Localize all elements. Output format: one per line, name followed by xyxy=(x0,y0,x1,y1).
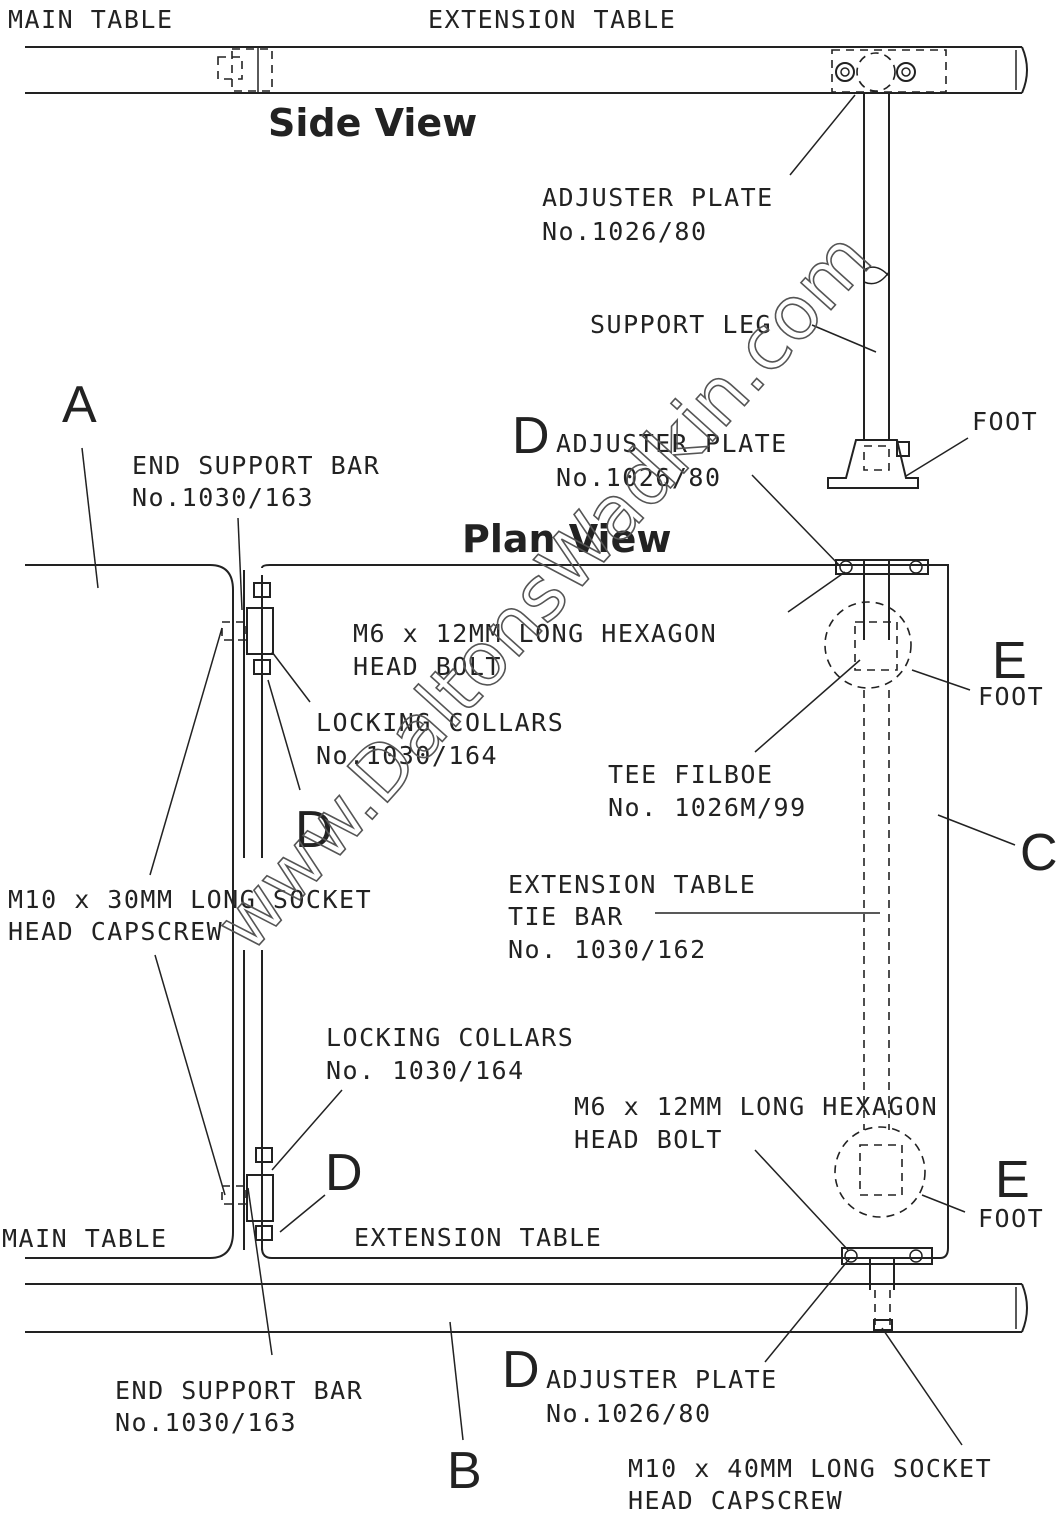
side-adjuster-plate-number: No.1026/80 xyxy=(542,217,708,246)
callout-d-bottom: D xyxy=(502,1341,540,1399)
hex-bolt-bottom-line1: M6 x 12MM LONG HEXAGON xyxy=(574,1092,938,1121)
tee-filboe-label: TEE FILBOE xyxy=(608,760,774,789)
side-view-drawing xyxy=(25,46,1028,489)
locking-collars-top-label: LOCKING COLLARS xyxy=(316,708,564,737)
locking-collars-bottom-label: LOCKING COLLARS xyxy=(326,1023,574,1052)
tie-bar-number: No. 1030/162 xyxy=(508,935,707,964)
callout-e-top: E xyxy=(992,632,1027,690)
callout-b: B xyxy=(447,1442,482,1500)
support-leg-label: SUPPORT LEG xyxy=(590,310,772,339)
watermark-text: www.DaltonsWadkin.com xyxy=(199,216,888,967)
callout-e-bottom: E xyxy=(995,1151,1030,1209)
hex-bolt-top-line1: M6 x 12MM LONG HEXAGON xyxy=(353,619,717,648)
side-foot-label: FOOT xyxy=(972,407,1038,436)
end-support-bar-bottom-number: No.1030/163 xyxy=(115,1408,297,1437)
side-main-table-label: MAIN TABLE xyxy=(8,5,174,34)
callout-a: A xyxy=(62,376,97,434)
plan-foot-top-label: FOOT xyxy=(978,682,1044,711)
hex-bolt-bottom-line2: HEAD BOLT xyxy=(574,1125,723,1154)
end-support-bar-top-label: END SUPPORT BAR xyxy=(132,451,380,480)
end-support-bar-top-number: No.1030/163 xyxy=(132,483,314,512)
plan-adjuster-plate-top-number: No.1026/80 xyxy=(556,463,722,492)
plan-view-heading: Plan View xyxy=(462,517,671,561)
callout-d-mid: D xyxy=(295,801,333,859)
plan-view-drawing xyxy=(25,559,1028,1333)
side-adjuster-plate-label: ADJUSTER PLATE xyxy=(542,183,774,212)
hex-bolt-top-line2: HEAD BOLT xyxy=(353,652,502,681)
plan-main-table-label: MAIN TABLE xyxy=(2,1224,168,1253)
capscrew-right-line2: HEAD CAPSCREW xyxy=(628,1486,843,1514)
side-extension-table-label: EXTENSION TABLE xyxy=(428,5,676,34)
end-support-bar-bottom-label: END SUPPORT BAR xyxy=(115,1376,363,1405)
plan-foot-bottom-label: FOOT xyxy=(978,1204,1044,1233)
capscrew-right-line1: M10 x 40MM LONG SOCKET xyxy=(628,1454,992,1483)
tie-bar-line1: EXTENSION TABLE xyxy=(508,870,756,899)
tee-filboe-number: No. 1026M/99 xyxy=(608,793,807,822)
plan-adjuster-plate-bottom-number: No.1026/80 xyxy=(546,1399,712,1428)
tie-bar-line2: TIE BAR xyxy=(508,902,624,931)
capscrew-left-line2: HEAD CAPSCREW xyxy=(8,917,223,946)
plan-extension-table-label: EXTENSION TABLE xyxy=(354,1223,602,1252)
side-view-heading: Side View xyxy=(268,101,477,145)
locking-collars-top-number: No.1030/164 xyxy=(316,741,498,770)
plan-adjuster-plate-top-label: ADJUSTER PLATE xyxy=(556,429,788,458)
plan-adjuster-plate-bottom-label: ADJUSTER PLATE xyxy=(546,1365,778,1394)
capscrew-left-line1: M10 x 30MM LONG SOCKET xyxy=(8,885,372,914)
callout-c: C xyxy=(1020,824,1057,882)
plan-view-leaders xyxy=(81,447,1016,1446)
side-view-leaders xyxy=(789,94,969,477)
locking-collars-bottom-number: No. 1030/164 xyxy=(326,1056,525,1085)
callout-d-lower: D xyxy=(325,1144,363,1202)
callout-d-top: D xyxy=(512,407,550,465)
